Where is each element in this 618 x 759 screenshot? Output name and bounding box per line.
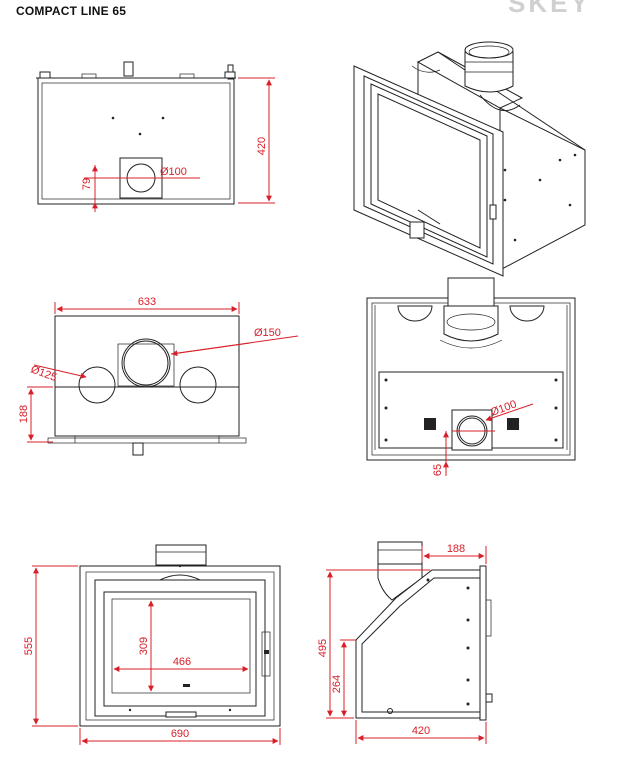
- underside-depth-label: 188: [18, 405, 30, 423]
- page-title: COMPACT LINE 65: [16, 4, 127, 18]
- rear-view: Ø100 65: [366, 277, 576, 476]
- top-offset-label: 79: [81, 178, 93, 190]
- front-view: 555 690 309 466: [23, 544, 281, 745]
- front-glass-width-label: 466: [173, 656, 191, 668]
- side-lower-height-label: 264: [331, 675, 343, 693]
- top-flue-label: Ø100: [160, 166, 187, 178]
- side-height-label: 495: [317, 639, 329, 657]
- rear-outlet-label: Ø100: [489, 398, 518, 418]
- front-height-label: 555: [23, 637, 35, 655]
- underside-top-outlet-label: Ø150: [254, 327, 281, 339]
- corner-logo-text: SKEY: [508, 0, 591, 18]
- side-view: 188 495 264 420: [317, 541, 493, 744]
- underside-width-label: 633: [138, 296, 156, 308]
- underside-view: 633 Ø150 Ø125 188: [18, 296, 299, 456]
- rear-offset-label: 65: [432, 464, 444, 476]
- side-depth-label: 420: [412, 725, 430, 737]
- top-height-label: 420: [256, 137, 268, 155]
- isometric-view: [353, 41, 586, 277]
- top-view: 420 79 Ø100: [36, 61, 275, 212]
- front-glass-height-label: 309: [138, 637, 150, 655]
- side-top-label: 188: [447, 543, 465, 555]
- underside-side-outlet-label: Ø125: [29, 364, 58, 384]
- front-width-label: 690: [171, 728, 189, 740]
